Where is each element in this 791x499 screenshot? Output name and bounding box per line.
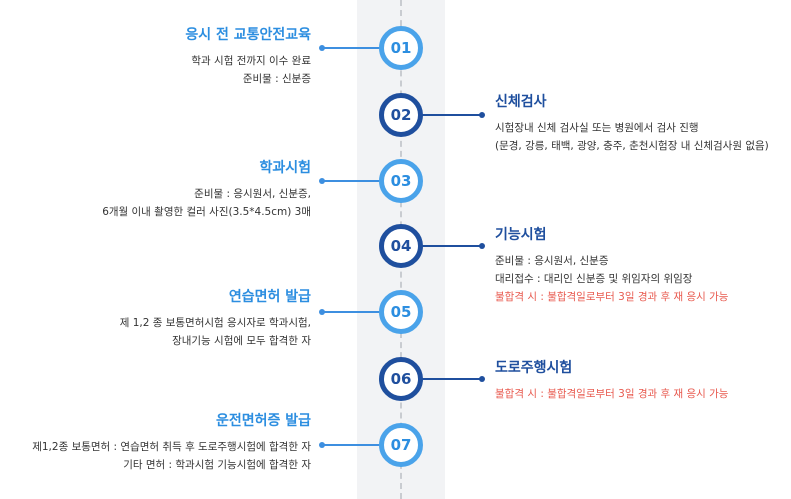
step-desc-07-2: 기타 면허 : 학과시험 기능시험에 합격한 자 xyxy=(123,459,311,471)
step-desc-03-1: 준비물 : 응시원서, 신분증, xyxy=(194,188,311,200)
step-circle-07: 07 xyxy=(379,423,423,467)
connector-04 xyxy=(422,243,485,249)
step-circle-02: 02 xyxy=(379,93,423,137)
step-title-07: 운전면허증 발급 xyxy=(215,413,311,429)
step-warning-04: 불합격 시 : 불합격일로부터 3일 경과 후 재 응시 가능 xyxy=(495,291,729,303)
step-block-04: 기능시험 준비물 : 응시원서, 신분증 대리접수 : 대리인 신분증 및 위임… xyxy=(495,226,728,306)
connector-07 xyxy=(319,442,380,448)
connector-01 xyxy=(319,45,380,51)
step-circle-06: 06 xyxy=(379,357,423,401)
step-desc-05-2: 장내기능 시험에 모두 합격한 자 xyxy=(172,335,311,347)
step-block-02: 신체검사 시험장내 신체 검사실 또는 병원에서 검사 진행 (문경, 강릉, … xyxy=(495,93,769,155)
step-title-04: 기능시험 xyxy=(495,227,547,243)
connector-03 xyxy=(319,178,380,184)
step-desc-04-2: 대리접수 : 대리인 신분증 및 위임자의 위임장 xyxy=(495,273,693,285)
step-circle-03: 03 xyxy=(379,159,423,203)
step-warning-06: 불합격 시 : 불합격일로부터 3일 경과 후 재 응시 가능 xyxy=(495,388,729,400)
step-block-07: 운전면허증 발급 제1,2종 보통면허 : 연습면허 취득 후 도로주행시험에 … xyxy=(32,412,311,474)
step-desc-07-1: 제1,2종 보통면허 : 연습면허 취득 후 도로주행시험에 합격한 자 xyxy=(32,441,311,453)
step-desc-05-1: 제 1,2 종 보통면허시험 응시자로 학과시험, xyxy=(119,317,311,329)
step-number-07: 07 xyxy=(390,436,412,454)
step-number-06: 06 xyxy=(390,370,412,388)
step-number-01: 01 xyxy=(390,39,412,57)
step-block-06: 도로주행시험 불합격 시 : 불합격일로부터 3일 경과 후 재 응시 가능 xyxy=(495,359,728,403)
step-title-06: 도로주행시험 xyxy=(495,360,573,376)
step-desc-03-2: 6개월 이내 촬영한 컬러 사진(3.5*4.5cm) 3매 xyxy=(102,206,311,218)
connector-05 xyxy=(319,309,380,315)
step-desc-02-1: 시험장내 신체 검사실 또는 병원에서 검사 진행 xyxy=(495,122,699,134)
step-circle-04: 04 xyxy=(379,224,423,268)
step-circle-05: 05 xyxy=(379,290,423,334)
step-block-01: 응시 전 교통안전교육 학과 시험 전까지 이수 완료 준비물 : 신분증 xyxy=(185,26,311,88)
step-block-05: 연습면허 발급 제 1,2 종 보통면허시험 응시자로 학과시험, 장내기능 시… xyxy=(120,288,311,350)
connector-02 xyxy=(422,112,485,118)
step-title-01: 응시 전 교통안전교육 xyxy=(185,27,311,43)
step-number-04: 04 xyxy=(390,237,412,255)
step-desc-01-1: 학과 시험 전까지 이수 완료 xyxy=(191,55,311,67)
step-title-03: 학과시험 xyxy=(259,160,311,176)
step-number-02: 02 xyxy=(390,106,412,124)
step-desc-01-2: 준비물 : 신분증 xyxy=(242,73,311,85)
step-block-03: 학과시험 준비물 : 응시원서, 신분증, 6개월 이내 촬영한 컬러 사진(3… xyxy=(102,159,311,221)
step-desc-02-2: (문경, 강릉, 태백, 광양, 충주, 춘천시험장 내 신체검사원 없음) xyxy=(495,140,769,152)
connector-06 xyxy=(422,376,485,382)
step-title-02: 신체검사 xyxy=(495,94,547,110)
step-number-05: 05 xyxy=(390,303,412,321)
step-number-03: 03 xyxy=(390,172,412,190)
step-desc-04-1: 준비물 : 응시원서, 신분증 xyxy=(495,255,609,267)
step-title-05: 연습면허 발급 xyxy=(228,289,311,305)
step-circle-01: 01 xyxy=(379,26,423,70)
